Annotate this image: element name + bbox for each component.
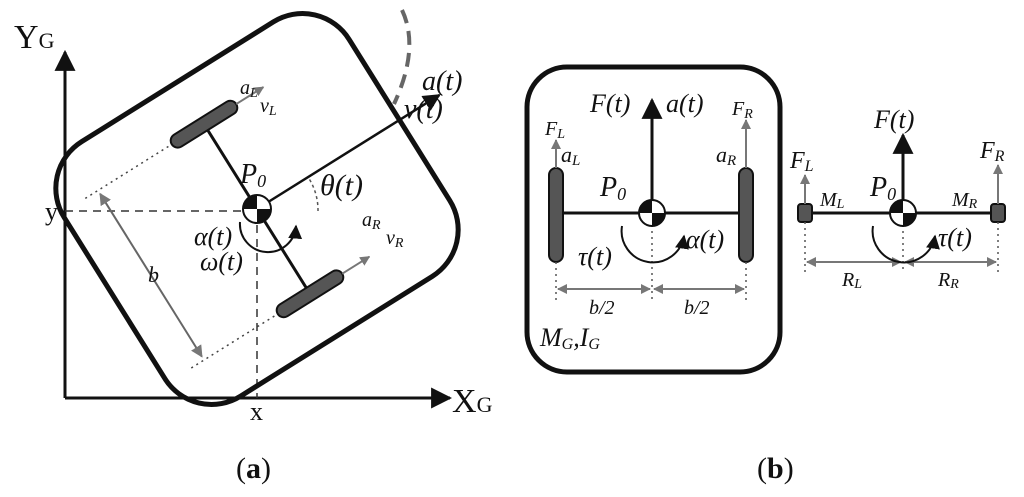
accel-label: a(t) bbox=[422, 66, 462, 97]
right-wheel-b bbox=[738, 167, 754, 263]
axis-x-label: XG bbox=[452, 383, 493, 420]
force-label: F(t) bbox=[589, 89, 630, 118]
tau-label-c: τ(t) bbox=[938, 223, 972, 252]
center-of-mass-marker bbox=[242, 194, 272, 224]
right-wheel bbox=[275, 269, 345, 319]
heading-vector bbox=[256, 94, 441, 211]
half-b-right-label: b/2 bbox=[684, 297, 710, 319]
vL-label: vL bbox=[260, 95, 277, 119]
left-wheel-b bbox=[548, 167, 564, 263]
RR-label: RR bbox=[937, 269, 959, 292]
FR-label-c: FR bbox=[979, 138, 1005, 165]
left-mass-block bbox=[797, 203, 813, 223]
mass-inertia-label: MG,IG bbox=[539, 323, 600, 353]
aR-label: aR bbox=[362, 209, 381, 233]
RL-label: RL bbox=[841, 269, 862, 292]
vR-label: vR bbox=[386, 227, 404, 251]
center-marker-c bbox=[889, 199, 917, 227]
caption-a: (a) bbox=[236, 452, 271, 485]
p0-label-c: P0 bbox=[869, 172, 896, 204]
alpha-label: α(t) bbox=[194, 222, 232, 251]
coord-x-label: x bbox=[250, 397, 263, 426]
FL-label-c: FL bbox=[789, 148, 814, 175]
force-label-c: F(t) bbox=[873, 105, 914, 134]
panel-axle-model: F(t) FL FR ML MR P0 τ(t) RL RR bbox=[789, 105, 1006, 292]
ML-label: ML bbox=[819, 189, 845, 212]
p0-label-b: P0 bbox=[599, 172, 626, 204]
accel-label-b: a(t) bbox=[666, 89, 704, 118]
FL-label: FL bbox=[544, 118, 565, 142]
rotation-arrow bbox=[238, 221, 303, 253]
p0-label: P0 bbox=[239, 159, 266, 191]
aR-label-b: aR bbox=[716, 142, 736, 169]
theta-label: θ(t) bbox=[320, 169, 363, 202]
FR-label: FR bbox=[731, 98, 753, 122]
MR-label: MR bbox=[951, 189, 978, 212]
trajectory-path bbox=[392, 9, 412, 105]
torque-arrow-b bbox=[620, 225, 689, 264]
robot-body-top bbox=[524, 64, 783, 375]
aL-label-b: aL bbox=[561, 142, 580, 169]
b-label: b bbox=[148, 262, 159, 287]
torque-arrow-c bbox=[871, 225, 940, 264]
caption-b: (b) bbox=[757, 452, 794, 485]
left-wheel bbox=[169, 99, 239, 149]
velocity-label: v(t) bbox=[404, 94, 443, 125]
panel-b: F(t) a(t) FL FR aL aR P0 τ(t) α(t) b/2 b… bbox=[524, 64, 794, 485]
panel-a: YG XG y x bbox=[14, 9, 493, 485]
coord-y-label: y bbox=[45, 197, 58, 226]
robot-body-rotated bbox=[53, 11, 461, 407]
half-b-left-label: b/2 bbox=[589, 297, 615, 319]
center-marker-b bbox=[638, 199, 666, 227]
aL-label: aL bbox=[240, 77, 258, 101]
axis-y-label: YG bbox=[14, 19, 55, 56]
wheelbase-dimension bbox=[99, 192, 203, 358]
theta-arc bbox=[307, 176, 319, 212]
right-mass-block bbox=[990, 203, 1006, 223]
tau-label-b: τ(t) bbox=[578, 242, 612, 271]
alpha-label-b: α(t) bbox=[686, 225, 724, 254]
omega-label: ω(t) bbox=[200, 247, 243, 276]
